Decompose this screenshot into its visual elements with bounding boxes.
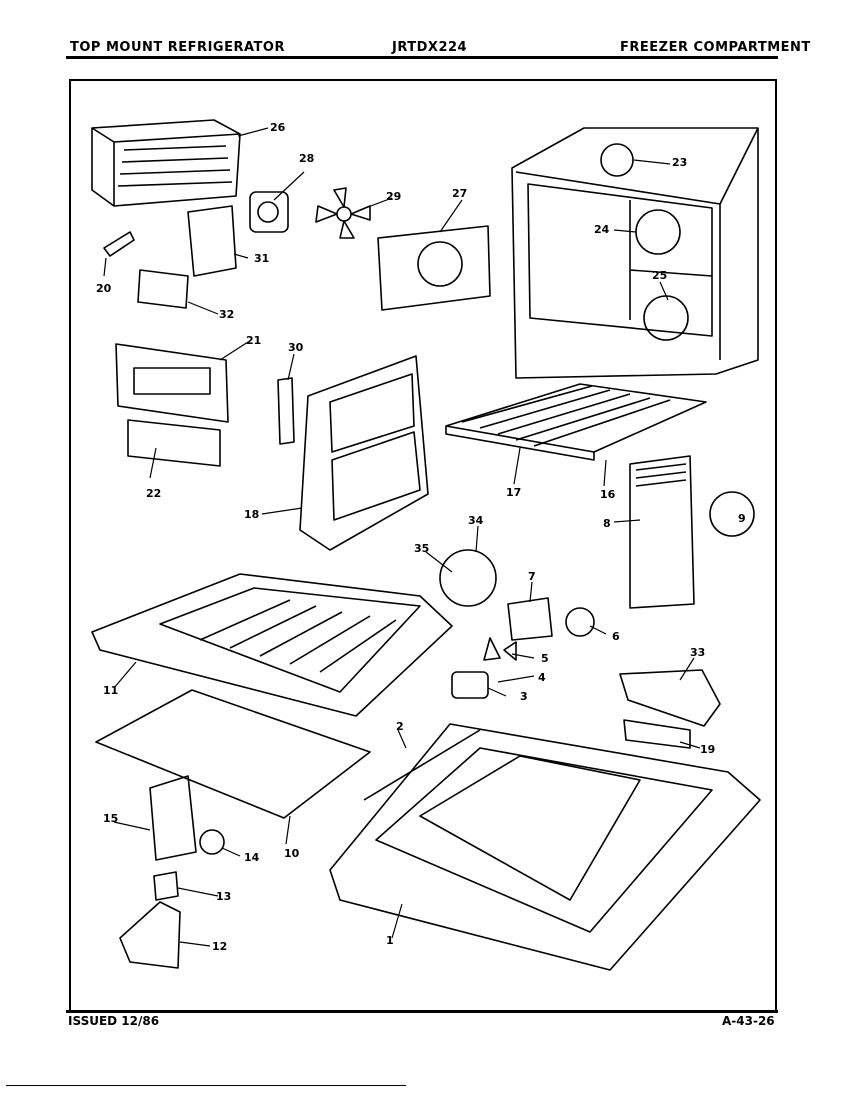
callout-22: 22 (146, 487, 161, 500)
callout-31: 31 (254, 252, 269, 265)
callout-7: 7 (528, 570, 536, 583)
header-rule (66, 56, 778, 59)
callout-14: 14 (244, 851, 260, 864)
freezer-cabinet (511, 127, 759, 379)
header-section-name: FREEZER COMPARTMENT (620, 40, 811, 55)
callout-1: 1 (386, 934, 394, 947)
switch-detail (439, 549, 497, 607)
callout-26: 26 (270, 121, 286, 134)
callout-20: 20 (96, 282, 112, 295)
bin-part (119, 901, 181, 969)
callout-13: 13 (216, 890, 231, 903)
fan-motor-part (249, 191, 289, 233)
evaporator-cover-part (299, 355, 429, 551)
bracket-part (103, 231, 135, 257)
damper-detail (643, 295, 689, 341)
footer-page-code: A-43-26 (722, 1014, 775, 1028)
callout-21: 21 (246, 334, 261, 347)
drain-trough-part (619, 669, 721, 727)
hinge-part (277, 377, 295, 445)
motor-bracket-part (507, 597, 553, 641)
callout-6: 6 (612, 630, 620, 643)
callout-15: 15 (103, 812, 118, 825)
thermostat-detail (635, 209, 681, 255)
callout-10: 10 (284, 847, 300, 860)
control-housing-part (115, 343, 229, 423)
callout-29: 29 (386, 190, 401, 203)
drain-cap-part (623, 719, 691, 749)
callout-24: 24 (594, 223, 610, 236)
ice-maker-part (91, 119, 241, 207)
callout-23: 23 (672, 156, 687, 169)
callout-3: 3 (520, 690, 528, 703)
condenser-motor-part (451, 671, 489, 699)
liner-bottom-part (329, 723, 761, 971)
control-panel-part (127, 419, 221, 467)
footer-rule (66, 1010, 778, 1013)
header-title: TOP MOUNT REFRIGERATOR (70, 40, 285, 55)
callout-35: 35 (414, 542, 429, 555)
bucket-part (149, 775, 197, 861)
freezer-shelf-part (91, 573, 453, 717)
callout-27: 27 (452, 187, 467, 200)
callout-25: 25 (652, 269, 667, 282)
grommet-part (199, 829, 225, 855)
air-duct-part (629, 455, 695, 609)
switch-part (153, 871, 179, 901)
clip-part (137, 269, 189, 309)
callout-32: 32 (219, 308, 234, 321)
duct-detail (709, 491, 755, 537)
header-model-number: JRTDX224 (392, 40, 468, 55)
callout-5: 5 (541, 652, 549, 665)
grommet-detail (565, 607, 595, 637)
page-edge-line (6, 1085, 406, 1086)
callout-12: 12 (212, 940, 227, 953)
fan-blade-part (315, 187, 371, 239)
callout-4: 4 (538, 671, 546, 684)
callout-17: 17 (506, 486, 521, 499)
callout-19: 19 (700, 743, 715, 756)
callout-9: 9 (738, 512, 746, 525)
callout-11: 11 (103, 684, 118, 697)
callout-8: 8 (603, 517, 611, 530)
light-socket-detail (600, 143, 634, 177)
condenser-fan-part (483, 637, 517, 661)
gasket-strip-part (363, 729, 481, 801)
footer-issue-date: ISSUED 12/86 (68, 1014, 160, 1028)
wire-shelf-part (445, 383, 707, 461)
callout-30: 30 (288, 341, 304, 354)
callout-18: 18 (244, 508, 259, 521)
callout-34: 34 (468, 514, 484, 527)
callout-16: 16 (600, 488, 616, 501)
cover-part (187, 205, 237, 277)
fan-shroud-part (377, 225, 491, 311)
callout-28: 28 (299, 152, 314, 165)
callout-2: 2 (396, 720, 404, 733)
callout-33: 33 (690, 646, 705, 659)
bottom-panel-part (95, 689, 371, 819)
